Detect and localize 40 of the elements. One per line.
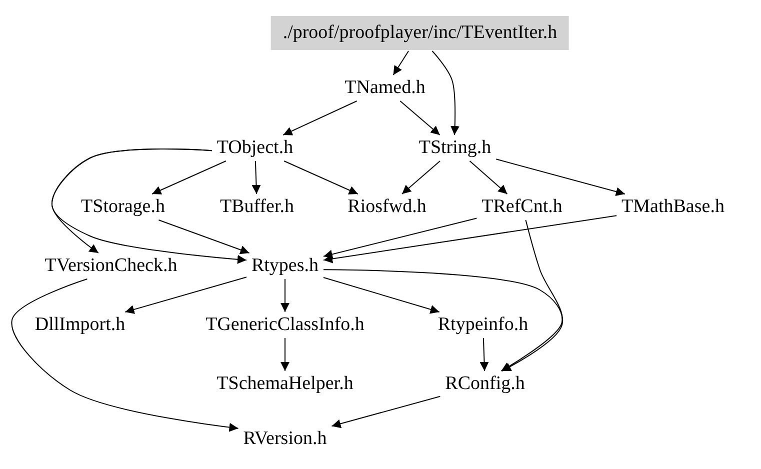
arrow — [323, 215, 618, 264]
arrow — [280, 338, 290, 372]
file-label: RConfig.h — [442, 372, 528, 396]
arrow — [496, 158, 626, 196]
file-label: TStorage.h — [78, 195, 168, 219]
arrow — [11, 278, 239, 432]
file-label: Riosfwd.h — [344, 195, 430, 219]
file-label: RVersion.h — [240, 427, 330, 451]
file-label: TVersionCheck.h — [42, 254, 180, 278]
arrow — [323, 269, 563, 372]
file-label: TObject.h — [214, 136, 296, 160]
arrow — [480, 338, 489, 372]
file-label: Rtypes.h — [248, 254, 322, 278]
arrow — [52, 148, 247, 264]
arrow — [501, 220, 564, 372]
file-label: TNamed.h — [342, 76, 428, 100]
arrow — [323, 276, 440, 314]
arrow — [323, 218, 478, 259]
arrow — [400, 100, 440, 136]
file-label: TGenericClassInfo.h — [202, 313, 368, 337]
arrow — [280, 278, 290, 312]
file-label: TSchemaHelper.h — [214, 372, 356, 396]
file-label: TMathBase.h — [618, 195, 728, 219]
arrow — [152, 160, 226, 194]
file-label: Rtypeinfo.h — [434, 313, 532, 337]
arrow — [401, 160, 441, 194]
arrow — [252, 160, 261, 194]
file-label: TRefCnt.h — [478, 195, 566, 219]
file-label: DllImport.h — [32, 313, 128, 337]
arrow — [124, 276, 247, 314]
arrow — [158, 220, 250, 254]
arrow — [432, 50, 460, 136]
file-label: TBuffer.h — [216, 195, 298, 219]
file-box: ./proof/proofplayer/inc/TEventIter.h — [270, 16, 570, 50]
arrow — [469, 160, 508, 194]
arrow — [284, 160, 358, 194]
arrow — [331, 396, 441, 428]
file-label: TString.h — [416, 136, 494, 160]
arrow — [282, 100, 358, 136]
arrow — [392, 50, 410, 76]
